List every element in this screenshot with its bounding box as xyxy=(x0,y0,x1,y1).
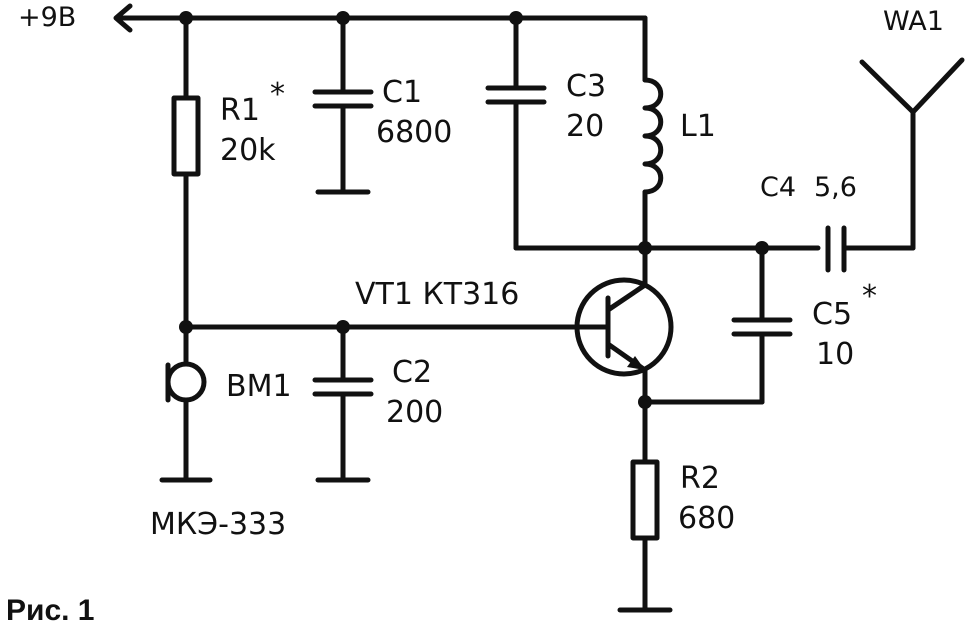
c2-value: 200 xyxy=(386,395,443,430)
resistor-r1 xyxy=(171,15,201,330)
capacitor-c3 xyxy=(485,15,547,251)
r1-name: R1 xyxy=(220,93,260,128)
c5-mark: * xyxy=(862,279,877,314)
c4-value: 5,6 xyxy=(814,172,857,203)
microphone-bm1 xyxy=(159,324,213,483)
c1-name: C1 xyxy=(382,75,422,110)
supply-rail xyxy=(113,3,648,33)
bm1-type: МКЭ-333 xyxy=(150,507,286,542)
inductor-l1 xyxy=(642,15,664,251)
c5-name: C5 xyxy=(812,297,852,332)
capacitor-c2 xyxy=(312,324,374,483)
r1-value: 20k xyxy=(220,133,276,168)
antenna-wa1 xyxy=(859,57,965,251)
vt1-label: VT1 КТ316 xyxy=(355,277,519,312)
r1-mark: * xyxy=(270,77,285,112)
figure-caption: Рис. 1 xyxy=(6,594,95,627)
capacitor-c1 xyxy=(312,15,374,195)
supply-label: +9В xyxy=(18,2,76,33)
capacitor-c5 xyxy=(642,245,793,405)
resistor-r2 xyxy=(617,399,673,613)
l1-name: L1 xyxy=(680,109,716,144)
r2-value: 680 xyxy=(678,501,735,536)
transistor-vt1 xyxy=(183,245,674,405)
c1-value: 6800 xyxy=(376,115,452,150)
c4-name: C4 xyxy=(760,172,796,203)
bm1-name: BM1 xyxy=(226,369,292,404)
antenna-label: WA1 xyxy=(883,6,944,37)
c3-name: C3 xyxy=(566,69,606,104)
c5-value: 10 xyxy=(816,337,854,372)
capacitor-c4 xyxy=(825,225,916,273)
r2-name: R2 xyxy=(680,461,720,496)
c2-name: C2 xyxy=(392,355,432,390)
c3-value: 20 xyxy=(566,109,604,144)
